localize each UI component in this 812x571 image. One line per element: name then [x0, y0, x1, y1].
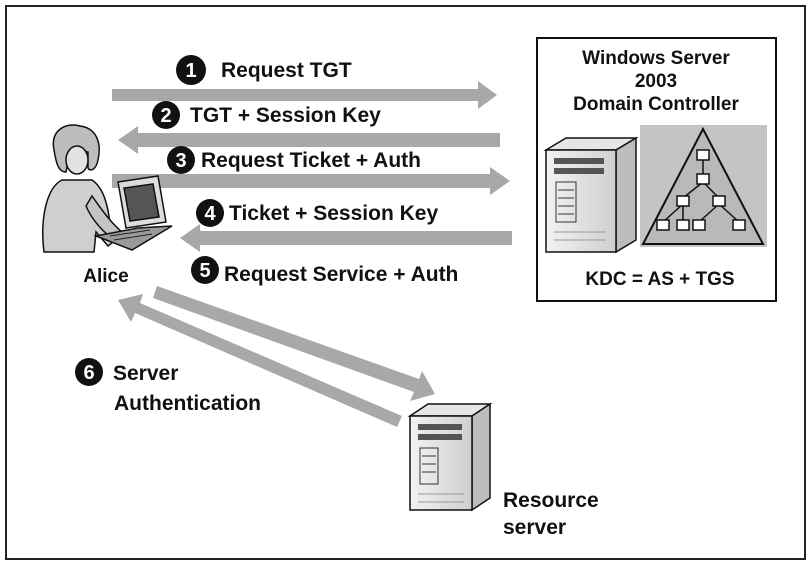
step-5-badge [191, 256, 219, 284]
arrow-step-4 [180, 224, 512, 252]
dc-title-line2: 2003 [635, 71, 677, 92]
step-2-label: TGT + Session Key [190, 104, 381, 127]
step-6-badge [75, 358, 103, 386]
message-arrows [112, 81, 512, 427]
alice-label: Alice [83, 266, 128, 287]
step-5-label: Request Service + Auth [224, 263, 458, 286]
step-1-number: 1 [185, 60, 196, 82]
step-5-number: 5 [199, 260, 210, 282]
alice-user-icon [42, 124, 173, 253]
step-3-badge [167, 146, 195, 174]
resource-label-line2: server [503, 516, 566, 539]
step-1-badge [176, 55, 206, 85]
arrow-step-1 [112, 81, 497, 109]
step-4-badge [196, 199, 224, 227]
step-2-number: 2 [160, 105, 171, 127]
step-5: 5 Request Service + Auth [191, 256, 458, 286]
step-6-label-line2: Authentication [114, 392, 261, 415]
dc-server-icon [543, 136, 639, 254]
resource-label-line1: Resource [503, 489, 599, 512]
step-1: 1 Request TGT [176, 55, 352, 85]
resource-server-icon [407, 402, 493, 512]
dc-title-line1: Windows Server [582, 48, 730, 69]
step-3-label: Request Ticket + Auth [201, 149, 421, 172]
step-2: 2 TGT + Session Key [152, 101, 381, 129]
step-4: 4 Ticket + Session Key [196, 199, 438, 227]
step-6: 6 Server Authentication [75, 358, 261, 415]
kdc-label: KDC = AS + TGS [585, 269, 734, 290]
arrow-step-6 [118, 294, 402, 427]
step-4-label: Ticket + Session Key [229, 202, 438, 225]
step-3-number: 3 [175, 150, 186, 172]
step-2-badge [152, 101, 180, 129]
step-4-number: 4 [204, 203, 216, 225]
arrow-step-3 [112, 167, 510, 195]
step-6-label-line1: Server [113, 362, 178, 385]
arrow-step-5 [153, 286, 435, 401]
arrow-step-2 [118, 126, 500, 154]
step-1-label: Request TGT [221, 59, 352, 82]
step-6-number: 6 [83, 362, 94, 384]
step-3: 3 Request Ticket + Auth [167, 146, 421, 174]
dc-title-line3: Domain Controller [573, 94, 739, 115]
domain-controller-box: Windows Server 2003 Domain Controller [536, 37, 777, 302]
directory-tree-icon [640, 125, 767, 247]
